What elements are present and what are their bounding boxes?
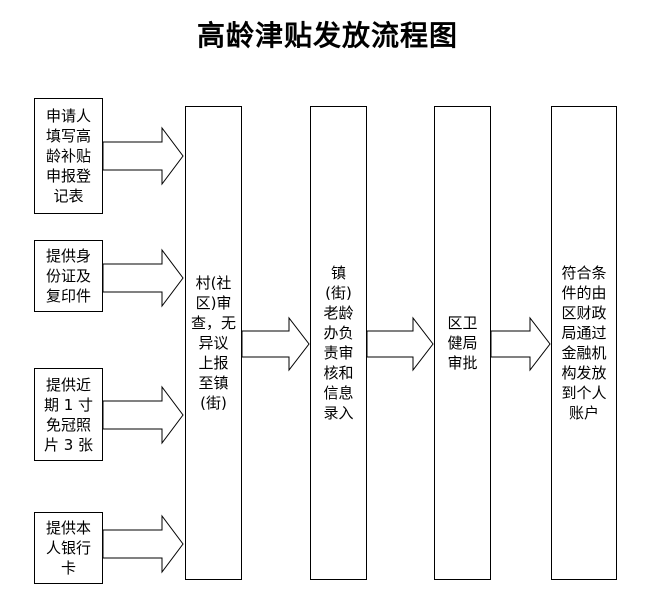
arrow-input-bank-card: [102, 514, 184, 574]
step-box-village-review: 村(社 区)审 查，无 异议 上报 至镇 (街): [185, 106, 242, 580]
input-box-application-form: 申请人 填写高 龄补贴 申报登 记表: [34, 98, 103, 214]
input-box-photo: 提供近 期 1 寸 免冠照 片 3 张: [34, 368, 103, 461]
arrow-input-photo: [102, 385, 184, 445]
input-box-id-card: 提供身 份证及 复印件: [34, 240, 103, 312]
arrow-village-to-town: [241, 316, 310, 372]
input-box-bank-card: 提供本 人银行 卡: [34, 512, 103, 584]
arrow-town-to-district: [366, 316, 434, 372]
arrow-input-id-card: [102, 248, 184, 308]
diagram-title: 高龄津贴发放流程图: [196, 19, 458, 52]
step-box-town-audit: 镇 (街) 老龄 办负 责审 核和 信息 录入: [310, 106, 367, 580]
arrow-district-to-finance: [490, 316, 551, 372]
step-box-district-approval: 区卫 健局 审批: [434, 106, 491, 580]
step-box-finance-payment: 符合条 件的由 区财政 局通过 金融机 构发放 到个人 账户: [551, 106, 617, 580]
arrow-input-application-form: [102, 126, 184, 186]
